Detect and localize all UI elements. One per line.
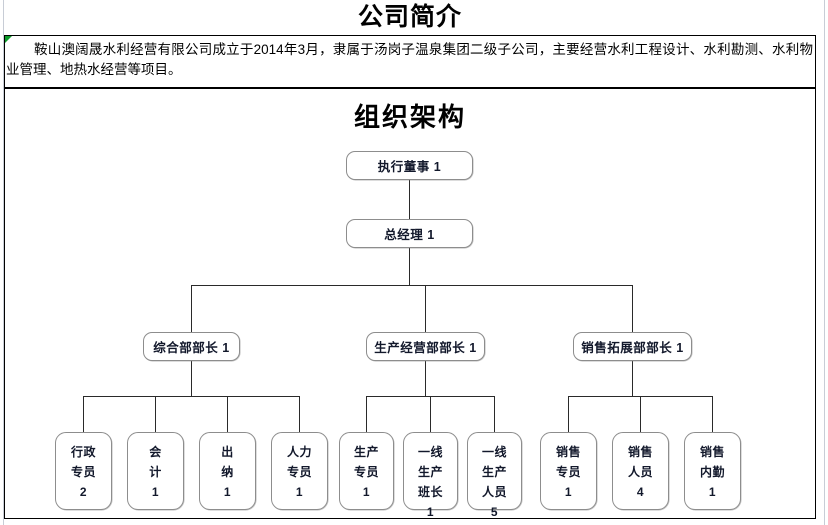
company-intro-cell[interactable]: 鞍山澳阔晟水利经营有限公司成立于2014年3月，隶属于汤岗子温泉集团二级子公司，…: [4, 35, 816, 88]
connector-drop-dept-general: [191, 285, 193, 333]
connector-sales-down: [632, 360, 634, 397]
connector-gm-down: [409, 248, 411, 285]
connector-drop-frontline-leader: [430, 396, 432, 432]
connector-bus-general: [83, 396, 299, 398]
node-label: 总经理 1: [384, 228, 435, 242]
connector-general-down: [191, 360, 193, 397]
node-label: 一线 生产 人员 5: [481, 445, 507, 519]
node-label: 生产 专员 1: [353, 445, 379, 499]
node-label: 一线 生产 班长 1: [417, 445, 443, 519]
connector-drop-hr: [299, 396, 301, 432]
org-chart-canvas: 执行董事 1 总经理 1 综合部部长 1 生产经营部部长 1 销售拓展部部长 1…: [5, 89, 815, 518]
node-hr-specialist[interactable]: 人力 专员 1: [271, 432, 328, 510]
connector-drop-prod-specialist: [366, 396, 368, 432]
node-frontline-leader[interactable]: 一线 生产 班长 1: [403, 432, 458, 518]
connector-drop-sales-staff: [640, 396, 642, 432]
connector-drop-sales-support: [712, 396, 714, 432]
node-label: 会 计 1: [149, 445, 162, 499]
column-guide-left: [3, 0, 4, 525]
connector-drop-dept-sales: [632, 285, 634, 333]
node-label: 人力 专员 1: [286, 445, 312, 499]
connector-exec-to-gm: [409, 179, 411, 219]
node-label: 销售 内勤 1: [699, 445, 725, 499]
node-cashier[interactable]: 出 纳 1: [199, 432, 256, 510]
node-label: 销售 人员 4: [627, 445, 653, 499]
connector-production-down: [425, 360, 427, 397]
page-title: 公司简介: [357, 3, 462, 31]
column-guide-right: [824, 0, 825, 525]
node-label: 执行董事 1: [377, 160, 442, 174]
node-label: 行政 专员 2: [70, 445, 96, 499]
connector-bus-level2: [191, 285, 632, 287]
node-dept-sales[interactable]: 销售拓展部部长 1: [573, 332, 692, 361]
connector-drop-dept-production: [425, 285, 427, 333]
connector-drop-cashier: [227, 396, 229, 432]
node-general-manager[interactable]: 总经理 1: [346, 219, 473, 248]
connector-drop-accountant: [155, 396, 157, 432]
node-label: 出 纳 1: [221, 445, 234, 499]
org-chart-cell[interactable]: 组织架构: [4, 88, 816, 519]
node-dept-general[interactable]: 综合部部长 1: [143, 332, 240, 361]
green-flag-icon: [5, 36, 12, 43]
company-intro-text: 鞍山澳阔晟水利经营有限公司成立于2014年3月，隶属于汤岗子温泉集团二级子公司，…: [6, 42, 813, 77]
node-sales-support[interactable]: 销售 内勤 1: [684, 432, 741, 510]
node-label: 销售拓展部部长 1: [581, 341, 684, 355]
node-dept-production[interactable]: 生产经营部部长 1: [366, 332, 485, 361]
org-chart-title: 组织架构: [353, 103, 466, 132]
node-label: 综合部部长 1: [153, 341, 230, 355]
title-row: 公司简介: [4, 0, 816, 34]
node-label: 生产经营部部长 1: [374, 341, 477, 355]
node-executive-director[interactable]: 执行董事 1: [346, 151, 473, 180]
node-frontline-staff[interactable]: 一线 生产 人员 5: [467, 432, 522, 518]
node-accountant[interactable]: 会 计 1: [127, 432, 184, 510]
node-admin-specialist[interactable]: 行政 专员 2: [55, 432, 112, 510]
node-label: 销售 专员 1: [555, 445, 581, 499]
node-prod-specialist[interactable]: 生产 专员 1: [339, 432, 394, 510]
connector-drop-frontline-staff: [494, 396, 496, 432]
node-sales-staff[interactable]: 销售 人员 4: [612, 432, 669, 510]
node-sales-specialist[interactable]: 销售 专员 1: [540, 432, 597, 510]
connector-drop-sales-specialist: [568, 396, 570, 432]
connector-drop-admin: [83, 396, 85, 432]
